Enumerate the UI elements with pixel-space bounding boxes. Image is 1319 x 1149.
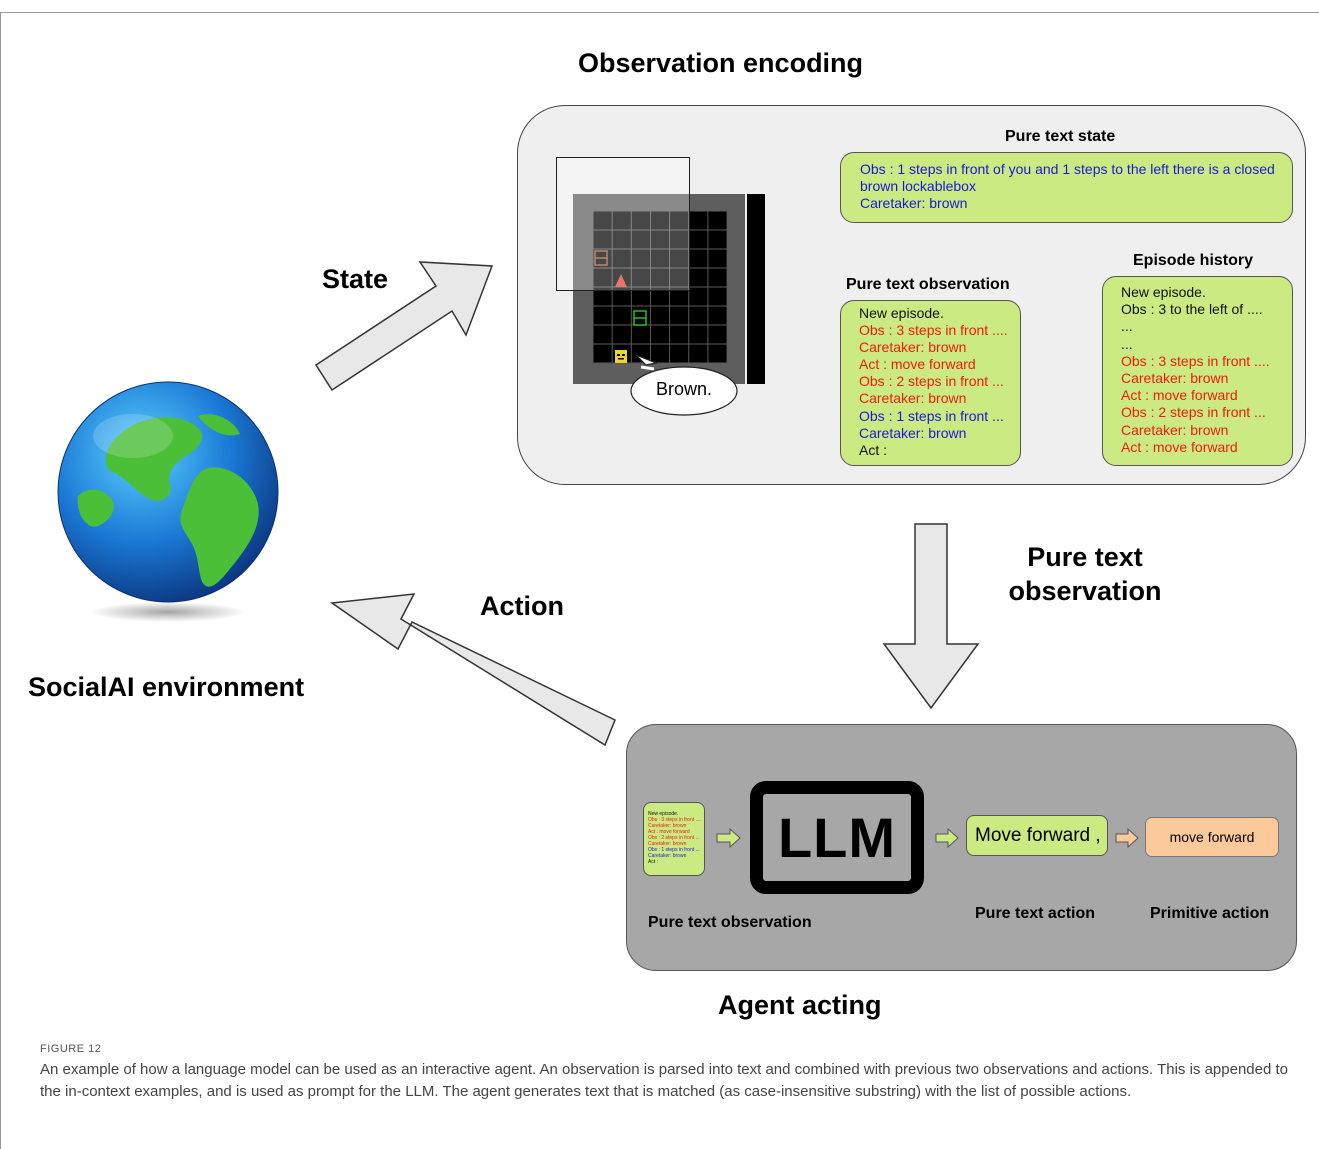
- figure-tag: FIGURE 12: [40, 1043, 102, 1055]
- agent-triangle-icon: [615, 274, 627, 287]
- text-line: Obs : 2 steps in front ...: [1121, 404, 1266, 421]
- episode-history-title: Episode history: [1133, 252, 1254, 269]
- speech-bubble-text: Brown.: [655, 379, 713, 399]
- pure-text-observation-lines: New episode.Obs : 3 steps in front ....C…: [859, 305, 1008, 459]
- text-line: ...: [1121, 335, 1133, 352]
- text-line: Act : move forward: [1121, 438, 1238, 455]
- pure-text-observation-box: [840, 300, 1021, 466]
- globe-icon: [57, 381, 279, 622]
- pure-text-observation-arrow-label: Pure text observation: [1000, 540, 1170, 608]
- text-line: Obs : 2 steps in front ...: [648, 835, 700, 841]
- pure-text-state-box: [840, 152, 1293, 223]
- mini-observation-box: [643, 802, 705, 876]
- state-line: Caretaker: brown: [860, 195, 968, 211]
- mini-observation-lines: New episode.Obs : 3 steps in front ....C…: [648, 811, 701, 865]
- down-arrow: [882, 523, 980, 710]
- text-line: Caretaker: brown: [1121, 370, 1229, 387]
- text-line: New episode.: [859, 305, 944, 321]
- text-line: Act :: [859, 441, 888, 458]
- observation-encoding-title: Observation encoding: [578, 48, 864, 78]
- pure-text-observation-title: Pure text observation: [846, 276, 1010, 293]
- caretaker-icon: [615, 350, 627, 363]
- state-line: Obs : 1 steps in front of you and 1 step…: [860, 161, 1275, 177]
- episode-history-lines: New episode.Obs : 3 to the left of .....…: [1121, 284, 1270, 456]
- action-arrow: [329, 593, 616, 747]
- arrow-label-line-2: observation: [1008, 576, 1162, 606]
- pure-text-state-content: Obs : 1 steps in front of you and 1 step…: [860, 161, 1288, 212]
- figure-frame-left: [0, 12, 1, 1149]
- figure-caption: An example of how a language model can b…: [40, 1061, 1289, 1100]
- text-line: Obs : 3 to the left of ....: [1121, 301, 1263, 318]
- text-line: Obs : 3 steps in front ....: [648, 817, 702, 823]
- agent-pure-text-observation-label: Pure text observation: [648, 914, 812, 931]
- action-label: Action: [480, 591, 564, 621]
- text-line: Caretaker: brown: [648, 841, 687, 847]
- state-label: State: [322, 264, 389, 294]
- primitive-action-box: move forward: [1145, 817, 1279, 857]
- pure-text-state-title: Pure text state: [1005, 128, 1116, 145]
- text-line: Obs : 1 steps in front ...: [648, 847, 700, 853]
- text-line: Act : move forward: [859, 356, 976, 373]
- text-line: ...: [1121, 318, 1133, 335]
- text-line: New episode.: [1121, 284, 1206, 300]
- state-arrow: [314, 261, 494, 392]
- episode-history-box: [1102, 276, 1293, 466]
- text-line: Act : move forward: [1121, 387, 1238, 404]
- text-line: Caretaker: brown: [648, 823, 687, 829]
- text-line: Caretaker: brown: [859, 339, 967, 356]
- speech-bubble-shape: [630, 355, 738, 416]
- grid-world: [573, 194, 765, 384]
- text-line: Obs : 2 steps in front ...: [859, 373, 1004, 390]
- agent-acting-title: Agent acting: [718, 990, 882, 1020]
- arrow-label-line-1: Pure text: [1027, 542, 1143, 572]
- llm-block: LLM: [750, 781, 924, 894]
- text-line: New episode.: [648, 811, 679, 817]
- pure-text-action-label: Pure text action: [975, 905, 1096, 922]
- text-line: Caretaker: brown: [859, 390, 967, 407]
- text-line: Act :: [648, 859, 659, 865]
- text-line: Obs : 3 steps in front ....: [1121, 352, 1270, 369]
- primitive-action-label: Primitive action: [1150, 905, 1270, 922]
- figure-frame-top: [0, 12, 1319, 13]
- primitive-action-value: move forward: [1169, 829, 1255, 845]
- text-line: Caretaker: brown: [648, 853, 687, 859]
- text-line: Caretaker: brown: [859, 424, 967, 441]
- agent-view-window: [556, 157, 690, 291]
- environment-label: SocialAI environment: [28, 672, 305, 702]
- llm-label: LLM: [777, 806, 897, 869]
- text-line: Act : move forward: [648, 829, 690, 835]
- text-line: Obs : 1 steps in front ...: [859, 407, 1004, 424]
- text-line: Obs : 3 steps in front ....: [859, 322, 1008, 339]
- state-line: brown lockablebox: [860, 178, 976, 194]
- text-line: Caretaker: brown: [1121, 421, 1229, 438]
- pure-text-action-box: Move forward ,: [966, 815, 1108, 856]
- pure-text-action-value: Move forward ,: [975, 824, 1101, 846]
